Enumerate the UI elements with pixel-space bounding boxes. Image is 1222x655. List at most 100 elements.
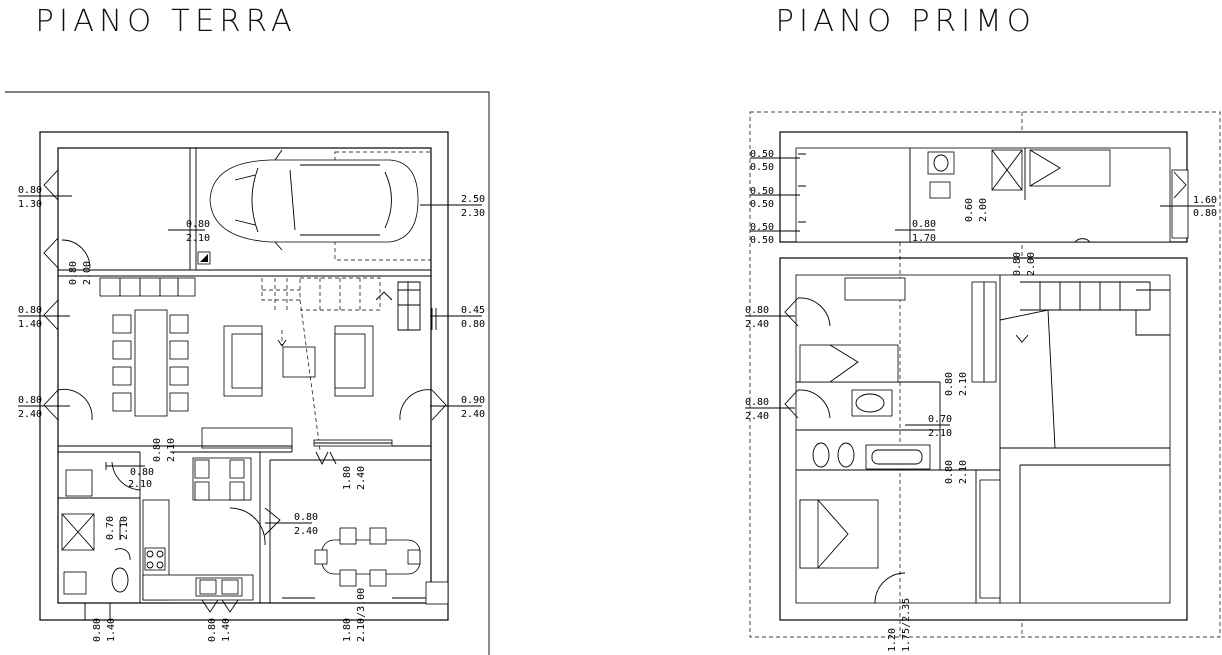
- svg-text:0.70: 0.70: [928, 414, 952, 425]
- dim-f-8: 0.80 2.40: [745, 305, 795, 330]
- first-floor-footprint: [749, 111, 1221, 638]
- svg-text:0.80: 0.80: [461, 319, 485, 330]
- svg-text:0.50: 0.50: [750, 235, 774, 246]
- svg-text:0.80: 0.80: [207, 618, 218, 642]
- svg-text:0.80: 0.80: [912, 219, 936, 230]
- dim-f-11: 0.70 2.10: [905, 414, 952, 439]
- svg-text:2.10: 2.10: [958, 372, 969, 396]
- dim-g-3: 2.50 2.30: [420, 194, 485, 219]
- garage: [58, 148, 432, 277]
- svg-text:2.00: 2.00: [1026, 252, 1037, 276]
- first-bedroom-2: [799, 479, 1001, 604]
- dim-g-8: 0.90 2.40: [430, 395, 485, 420]
- dim-g-5: 0.801.40: [18, 305, 70, 330]
- svg-text:2.40: 2.40: [745, 319, 769, 330]
- svg-text:0.80: 0.80: [944, 460, 955, 484]
- dim-g-6: 0.45 0.80: [430, 305, 485, 330]
- svg-text:1.40: 1.40: [18, 319, 42, 330]
- svg-text:2.10: 2.10: [119, 516, 130, 540]
- svg-text:0.90: 0.90: [461, 395, 485, 406]
- svg-text:0.50: 0.50: [750, 186, 774, 197]
- svg-text:0.80: 0.80: [745, 397, 769, 408]
- first-dimension-labels: 0.500.50 0.500.50 0.500.50 0.801.70 0.60…: [745, 149, 1217, 652]
- svg-text:2.40: 2.40: [18, 409, 42, 420]
- svg-text:2.10: 2.10: [186, 233, 210, 244]
- svg-text:0.80: 0.80: [745, 305, 769, 316]
- svg-text:0.80: 0.80: [1012, 252, 1023, 276]
- dim-g-7: 0.802.40: [18, 395, 70, 420]
- svg-text:2.10/3.00: 2.10/3.00: [356, 588, 367, 642]
- kitchen: [142, 457, 254, 601]
- svg-text:1.70: 1.70: [912, 233, 936, 244]
- svg-text:1.20: 1.20: [887, 628, 898, 652]
- svg-text:2.40: 2.40: [745, 411, 769, 422]
- svg-text:2.50: 2.50: [461, 194, 485, 205]
- dim-f-3: 0.50 0.50: [750, 222, 800, 246]
- first-stairs: [999, 281, 1170, 449]
- svg-text:0.80: 0.80: [294, 512, 318, 523]
- coffee-table: [282, 346, 316, 378]
- dim-g-10: 0.802.10: [128, 467, 154, 490]
- svg-text:2.30: 2.30: [461, 208, 485, 219]
- svg-text:0.50: 0.50: [750, 149, 774, 160]
- first-bathroom: [784, 389, 931, 470]
- svg-text:0.45: 0.45: [461, 305, 485, 316]
- svg-text:2.10: 2.10: [958, 460, 969, 484]
- svg-text:0.60: 0.60: [964, 198, 975, 222]
- dim-g-2: 0.802.10: [168, 219, 210, 244]
- svg-text:2.00: 2.00: [978, 198, 989, 222]
- svg-text:1.80: 1.80: [342, 466, 353, 490]
- svg-text:0.80: 0.80: [68, 261, 79, 285]
- svg-text:1.40: 1.40: [221, 618, 232, 642]
- ground-floor-title: PIANO TERRA: [35, 4, 297, 39]
- first-bedroom-1: [784, 277, 997, 383]
- svg-text:2.40: 2.40: [461, 409, 485, 420]
- dim-f-1: 0.50 0.50: [750, 149, 800, 173]
- svg-text:2.40: 2.40: [356, 466, 367, 490]
- first-floor-plan: 0.500.50 0.500.50 0.500.50 0.801.70 0.60…: [745, 111, 1221, 652]
- svg-text:0.80: 0.80: [92, 618, 103, 642]
- first-upper-rooms: [798, 148, 1189, 243]
- dining-room: [84, 527, 449, 620]
- svg-text:2.00: 2.00: [82, 261, 93, 285]
- dim-g-1: 0.801.30: [18, 185, 72, 210]
- svg-text:0.80: 0.80: [130, 467, 154, 478]
- ground-bathroom: [61, 469, 131, 595]
- svg-text:0.80: 0.80: [1193, 208, 1217, 219]
- svg-text:0.50: 0.50: [750, 222, 774, 233]
- tv-cabinet: [201, 427, 293, 449]
- svg-text:0.50: 0.50: [750, 162, 774, 173]
- svg-text:0.80: 0.80: [18, 185, 42, 196]
- dim-f-7: 1.60 0.80: [1160, 195, 1217, 219]
- dim-f-4: 0.80 1.70: [895, 219, 936, 244]
- living-room: [43, 169, 447, 466]
- svg-text:0.80: 0.80: [944, 372, 955, 396]
- dim-f-10: 0.80 2.40: [745, 397, 795, 422]
- dining-table: [134, 309, 168, 417]
- ground-floor-plan: 0.801.30 0.802.10 2.502.30 0.802.00 0.80…: [5, 91, 490, 655]
- dim-f-2: 0.500.50: [750, 186, 800, 210]
- dim-g-13: 0.80 2.40: [265, 512, 318, 537]
- site-boundary: [5, 91, 490, 655]
- stairs: [261, 277, 421, 451]
- svg-text:2.40: 2.40: [294, 526, 318, 537]
- svg-text:2.10: 2.10: [166, 438, 177, 462]
- first-floor-title: PIANO PRIMO: [775, 4, 1036, 39]
- svg-text:1.75/2.35: 1.75/2.35: [901, 598, 912, 652]
- svg-text:2.10: 2.10: [928, 428, 952, 439]
- svg-text:1.60: 1.60: [1193, 195, 1217, 206]
- svg-text:0.80: 0.80: [152, 438, 163, 462]
